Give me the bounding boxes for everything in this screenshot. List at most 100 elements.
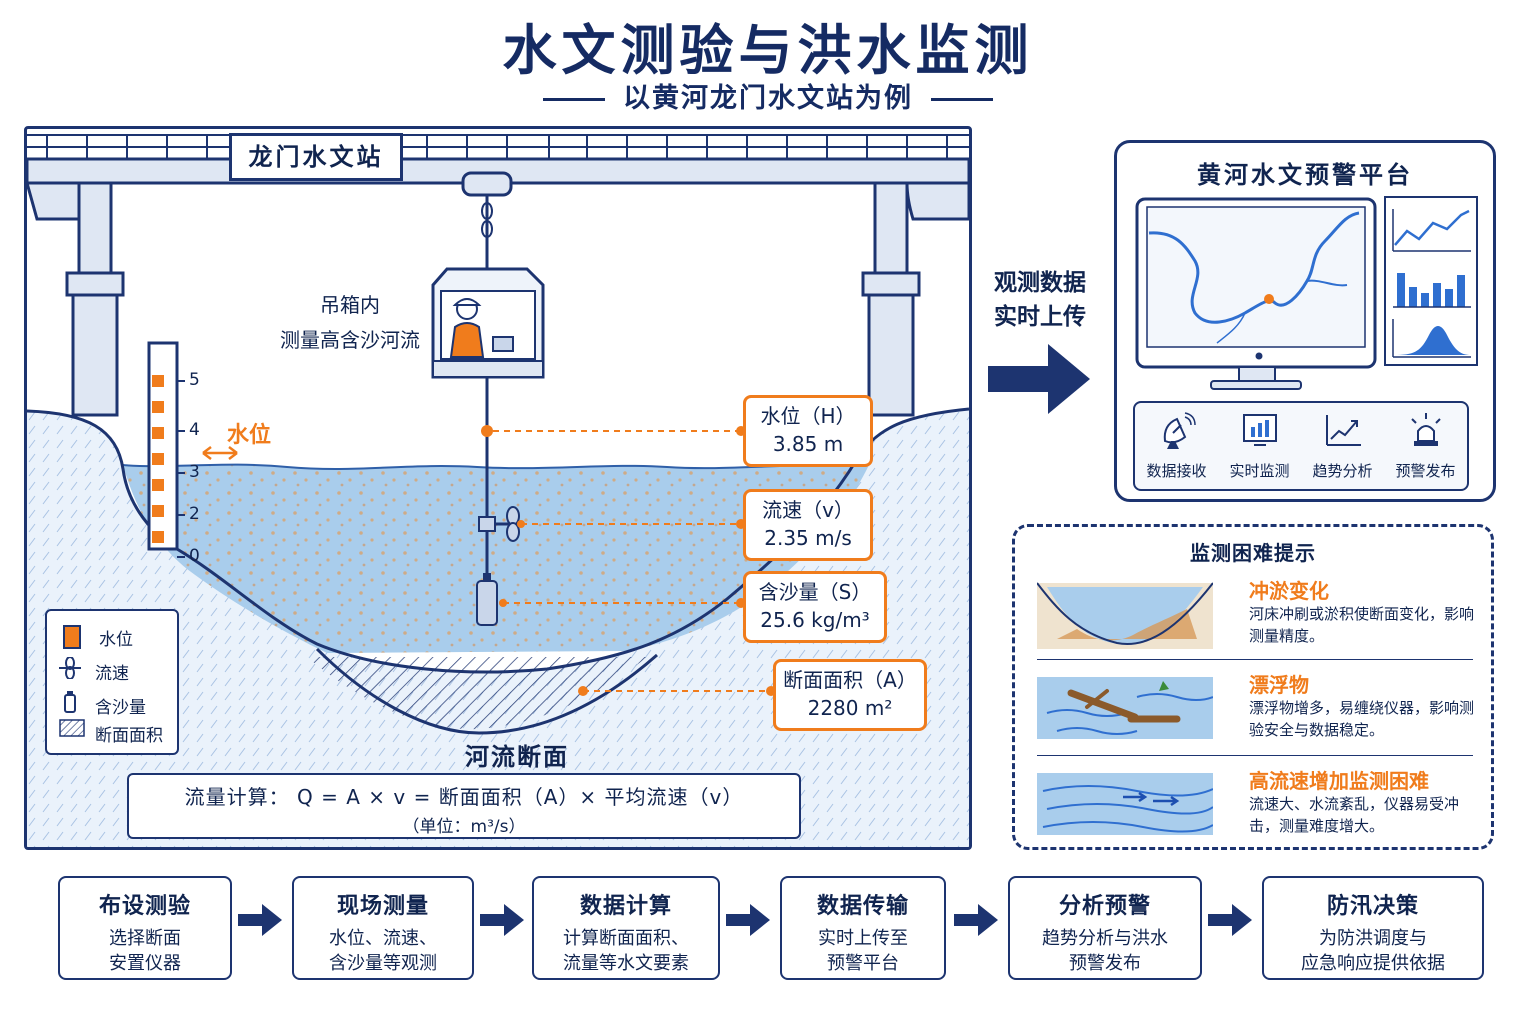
readout-velocity: 流速（v） 2.35 m/s [743, 489, 873, 561]
gondola-label-line1: 吊箱内 [320, 293, 380, 317]
river-section-label: 河流断面 [465, 743, 569, 771]
function-warning-release: 预警发布 [1384, 403, 1467, 489]
subtitle-dash-right [931, 98, 993, 101]
tip-heading: 漂浮物 [1249, 673, 1309, 697]
legend-item-velocity: 流速 [59, 657, 129, 685]
step-title: 数据传输 [816, 894, 909, 919]
sediment-sampler [476, 573, 498, 626]
legend-label: 水位 [99, 629, 133, 650]
water-level-label: 水位 [227, 423, 272, 448]
station-sign: 龙门水文站 [229, 133, 403, 181]
readout-label: 水位（H） [760, 404, 856, 428]
function-realtime-monitor: 实时监测 [1218, 403, 1301, 489]
water-level-gauge-icon [63, 625, 81, 649]
step-title: 现场测量 [336, 894, 429, 919]
river-map-line [1148, 211, 1360, 324]
alarm-light-icon [1411, 413, 1441, 446]
scour-illustration [1037, 582, 1213, 649]
workflow-step-calculate: 数据计算 计算断面面积、 流量等水文要素 [532, 876, 720, 980]
upload-caption: 观测数据 实时上传 [990, 266, 1090, 334]
high-velocity-illustration [1037, 773, 1213, 835]
step-title: 分析预警 [1058, 894, 1151, 919]
cable-trolley [461, 171, 513, 197]
function-label: 预警发布 [1395, 462, 1456, 480]
legend-item-sediment: 含沙量 [59, 691, 146, 719]
hatch-swatch-icon [59, 719, 85, 744]
legend-label: 断面面积 [95, 725, 163, 746]
function-label: 趋势分析 [1312, 462, 1373, 480]
legend-item-water-level: 水位 [59, 623, 133, 651]
workflow-step-analyze-warn: 分析预警 趋势分析与洪水 预警发布 [1008, 876, 1202, 980]
gondola-label-line2: 测量高含沙河流 [280, 328, 420, 352]
subtitle-text: 以黄河龙门水文站为例 [623, 83, 913, 114]
step-title: 布设测验 [98, 894, 191, 919]
tip-floating-debris: 漂浮物 漂浮物增多，易缠绕仪器，影响测验安全与数据稳定。 [1037, 669, 1474, 757]
bar-chart-icon [1243, 414, 1277, 446]
readout-label: 流速（v） [762, 498, 854, 522]
readout-value: 3.85 m [772, 432, 844, 456]
measurement-gondola [431, 267, 545, 379]
arrow-right-icon [1208, 904, 1252, 936]
bridge-pier-right [861, 181, 969, 417]
arrow-right-icon [726, 904, 770, 936]
tip-description: 河床冲刷或淤积使断面变化，影响测量精度。 [1249, 605, 1475, 645]
step-line2: 预警平台 [827, 953, 899, 974]
flow-formula-unit: （单位：m³/s） [402, 817, 526, 837]
tip-heading: 高流速增加监测困难 [1249, 769, 1429, 793]
tip-description: 漂浮物增多，易缠绕仪器，影响测验安全与数据稳定。 [1249, 699, 1475, 739]
function-label: 实时监测 [1229, 462, 1290, 480]
tips-divider [1037, 659, 1473, 660]
platform-functions: 数据接收 实时监测 趋势分析 [1133, 401, 1469, 491]
tip-description: 流速大、水流紊乱，仪器易受冲击，测量难度增大。 [1249, 795, 1460, 835]
readout-water-level: 水位（H） 3.85 m [743, 395, 873, 467]
propeller-icon [59, 657, 81, 682]
readout-label: 含沙量（S） [758, 580, 872, 604]
step-line1: 选择断面 [109, 928, 181, 949]
step-line1: 水位、流速、 [329, 928, 437, 949]
bridge-railing [27, 134, 969, 159]
function-trend-analysis: 趋势分析 [1301, 403, 1384, 489]
step-line1: 实时上传至 [818, 928, 908, 949]
step-line2: 流量等水文要素 [563, 953, 689, 974]
legend-label: 流速 [95, 663, 129, 684]
step-title: 数据计算 [579, 894, 672, 919]
scale-tick-2: 2 [189, 504, 200, 524]
arrow-right-icon [480, 904, 524, 936]
tips-title: 监测困难提示 [1190, 541, 1316, 565]
readout-section-area: 断面面积（A） 2280 m² [773, 659, 927, 731]
warning-platform-panel: 黄河水文预警平台 数据接收 [1114, 140, 1496, 502]
scale-tick-3: 3 [189, 462, 200, 482]
platform-monitor [1135, 196, 1478, 390]
satellite-dish-icon [1163, 412, 1196, 449]
sampler-icon [59, 691, 81, 716]
step-line1: 趋势分析与洪水 [1042, 928, 1168, 949]
step-line2: 预警发布 [1069, 953, 1141, 974]
tip-heading: 冲淤变化 [1249, 579, 1329, 603]
step-line1: 计算断面面积、 [563, 928, 689, 949]
flow-formula-box: 流量计算： Q = A × v = 断面面积（A）× 平均流速（v） （单位：m… [127, 773, 801, 839]
scale-tick-4: 4 [189, 420, 200, 440]
arrow-right-icon [954, 904, 998, 936]
workflow-step-transmit: 数据传输 实时上传至 预警平台 [780, 876, 946, 980]
station-panel: 龙门水文站 吊箱内 测量高含沙河流 5 4 3 2 0 水位 水位（H） 3.8… [24, 126, 972, 850]
legend: 水位 流速 含沙量 断面面积 [45, 609, 179, 755]
tips-divider [1037, 755, 1473, 756]
flow-formula: 流量计算： Q = A × v = 断面面积（A）× 平均流速（v） [184, 785, 744, 809]
tip-high-velocity: 高流速增加监测困难 流速大、水流紊乱，仪器易受冲击，测量难度增大。 [1037, 765, 1469, 853]
trend-line-icon [1326, 415, 1361, 446]
function-label: 数据接收 [1146, 462, 1207, 480]
workflow-step-field-measure: 现场测量 水位、流速、 含沙量等观测 [292, 876, 474, 980]
upload-arrow-icon [988, 344, 1090, 414]
workflow-step-decision: 防汛决策 为防洪调度与 应急响应提供依据 [1262, 876, 1484, 980]
floating-debris-illustration [1037, 677, 1213, 739]
step-line2: 含沙量等观测 [329, 953, 437, 974]
step-line1: 为防洪调度与 [1319, 928, 1427, 949]
gondola-label: 吊箱内 测量高含沙河流 [263, 289, 437, 353]
function-data-receive: 数据接收 [1135, 403, 1218, 489]
bridge-pier-left [27, 181, 125, 417]
tip-scour-deposition: 冲淤变化 河床冲刷或淤积使断面变化，影响测量精度。 [1037, 575, 1474, 663]
legend-item-section-area: 断面面积 [59, 719, 163, 747]
page-title: 水文测验与洪水监测 [502, 19, 1034, 82]
page-subtitle: 以黄河龙门水文站为例 [0, 76, 1536, 115]
workflow-step-setup: 布设测验 选择断面 安置仪器 [58, 876, 232, 980]
